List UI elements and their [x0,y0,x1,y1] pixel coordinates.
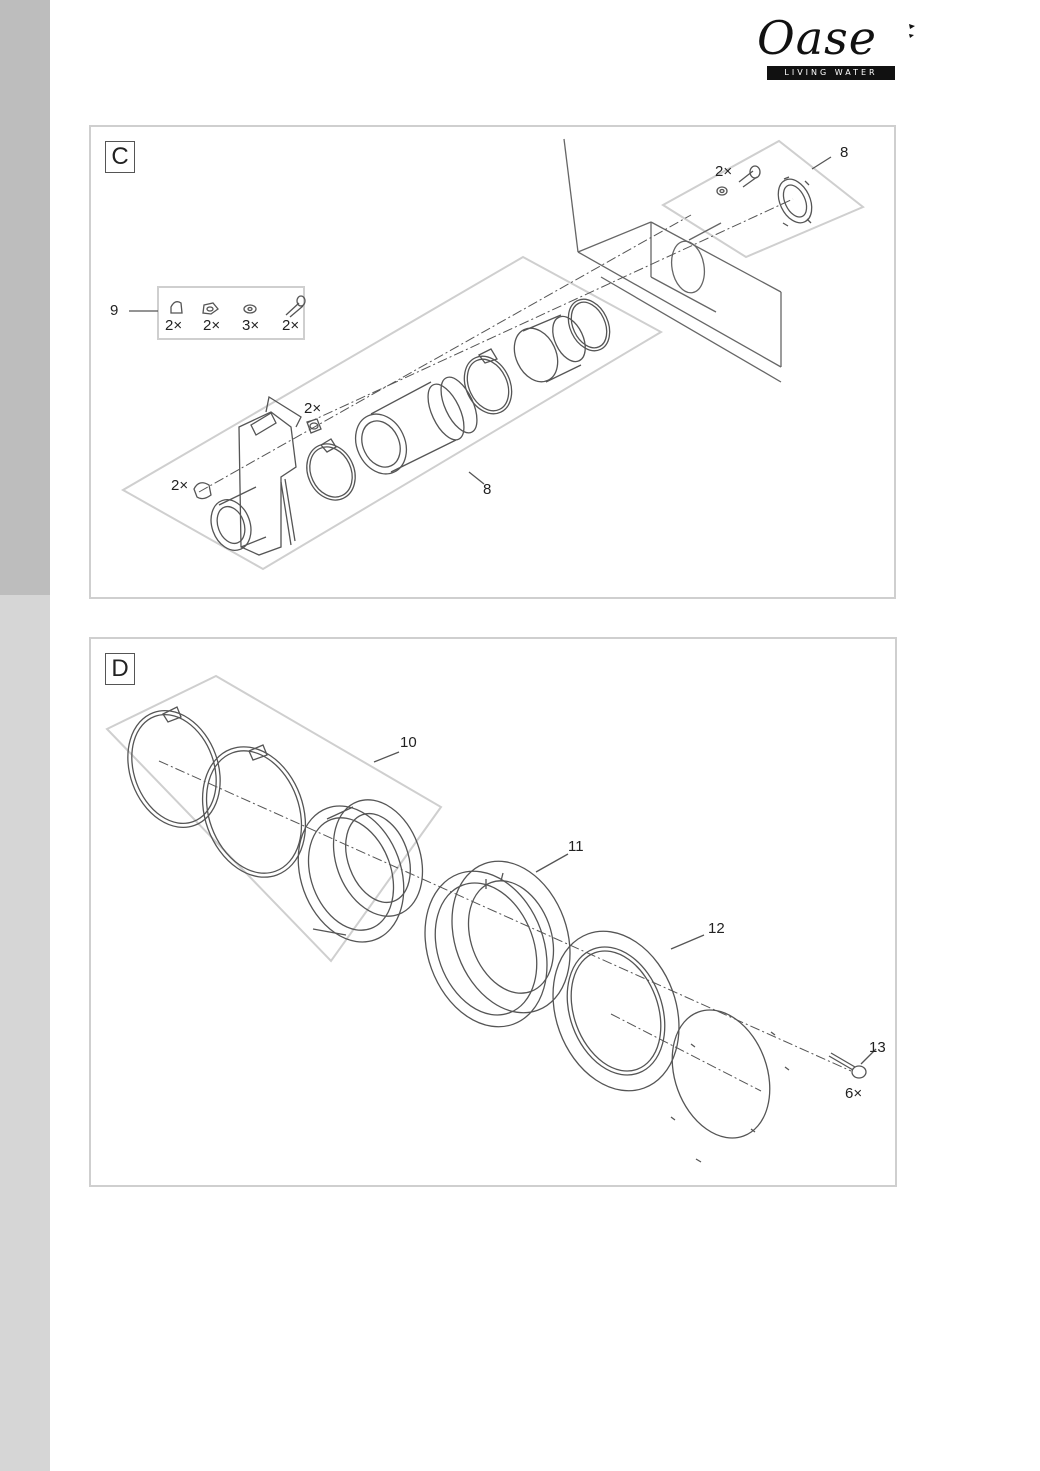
screw [828,1052,867,1079]
screw-qty: 2× [715,163,733,180]
hardware-set-frame [157,286,305,340]
clamp-2 [201,744,307,878]
callout-hardware-set: 9 [110,302,119,319]
top-washer [716,186,728,196]
hose-clamp-1 [306,443,356,501]
hardware-qty-2: 2× [203,317,221,334]
panel-c-drawing [120,138,865,571]
lock-nut [777,176,813,227]
valve-body [210,395,302,556]
side-strip-tab [0,0,50,595]
panel-d: D [89,637,897,1187]
axis-lower [198,214,692,493]
logo-drops-icon [909,24,915,38]
top-set-frame [661,139,865,259]
callout-screw: 13 [869,1039,886,1056]
logo-tagline: LIVING WATER [767,66,895,80]
hose-end [354,413,408,475]
gasket [671,1009,771,1139]
top-screw [738,165,761,188]
clamp-set-frame [105,674,443,963]
cap-qty: 2× [171,477,189,494]
oase-logo: Oase LIVING WATER [755,10,915,85]
hose-body [370,381,457,473]
tank-connector [513,327,559,383]
callout-clamp-set: 10 [400,734,417,751]
o-ring [567,298,611,352]
rubber-sleeve [297,799,424,943]
pond-wall [563,138,782,383]
cap-nut-lower [193,482,212,500]
hardware-icons [170,295,306,318]
axis-d-inner [610,1013,762,1092]
main-set-frame [120,255,664,571]
screw-qty-d: 6× [845,1085,863,1102]
gasket-holes [670,1031,790,1163]
axis-d-main [158,760,852,1072]
callout-flange: 11 [568,838,584,855]
clamp-1 [127,706,221,829]
hardware-qty-1: 2× [165,317,183,334]
axis-center [306,198,794,424]
panel-c: C [89,125,896,599]
callout-ring: 12 [708,920,725,937]
hardware-qty-3: 3× [242,317,260,334]
hose-clamp-2 [463,355,513,415]
side-strip [0,0,50,1471]
callout-main-set: 8 [483,481,492,498]
tank-flange [424,860,571,1028]
panel-c-letter: C [105,141,135,173]
hardware-qty-4: 2× [282,317,300,334]
nut-qty: 2× [304,400,322,417]
callout-top-set: 8 [840,144,849,161]
panel-d-drawing [105,674,877,1163]
panel-d-letter: D [105,653,135,685]
logo-wordmark: Oase [757,11,877,65]
nut-upper [306,418,322,434]
